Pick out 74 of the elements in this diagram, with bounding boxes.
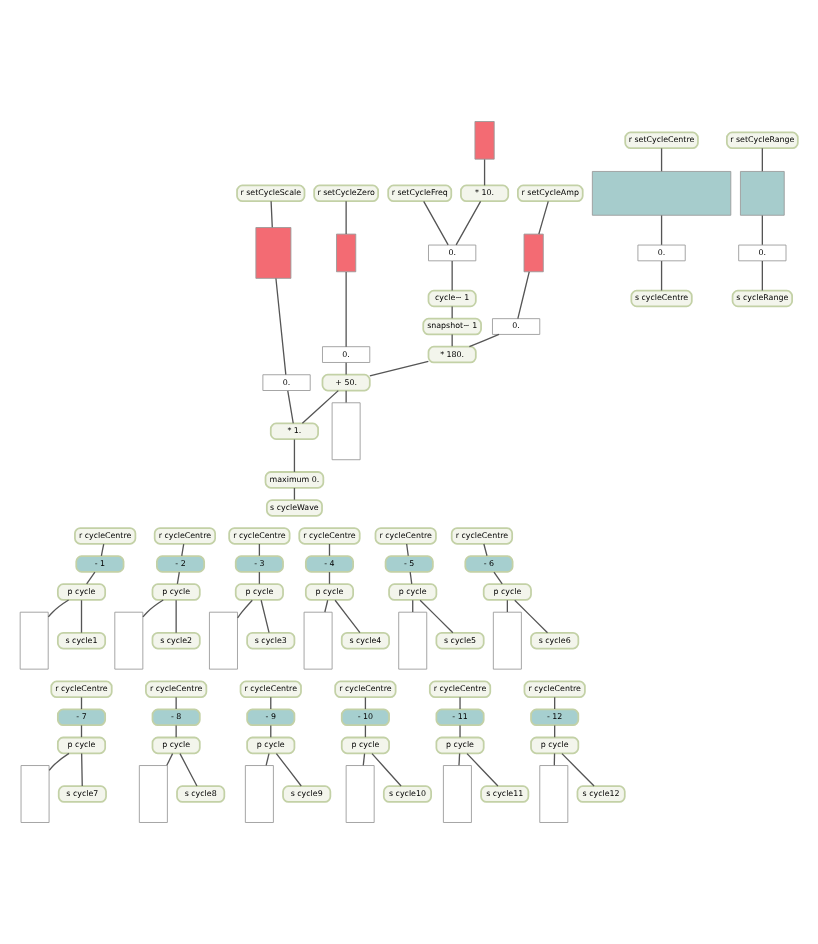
connector xyxy=(48,752,70,771)
connector xyxy=(514,599,549,634)
connector xyxy=(181,543,185,557)
node-bar xyxy=(474,121,495,160)
connector xyxy=(371,752,402,787)
connector xyxy=(345,362,347,376)
node-bar xyxy=(740,171,785,216)
connector xyxy=(423,200,449,246)
connector xyxy=(275,752,302,787)
connector xyxy=(455,200,482,246)
connector xyxy=(483,158,486,187)
node-bar xyxy=(244,765,274,823)
node-bar xyxy=(331,402,361,461)
connector xyxy=(176,571,180,585)
connector xyxy=(80,599,83,634)
connector xyxy=(324,599,329,613)
connector xyxy=(406,543,409,557)
node-bar xyxy=(336,233,357,273)
connector xyxy=(660,260,663,292)
connector xyxy=(81,752,83,787)
connector xyxy=(466,752,499,787)
connector xyxy=(517,271,530,320)
node-bar xyxy=(209,611,238,670)
node-bar xyxy=(20,765,50,823)
connector xyxy=(459,724,461,738)
connector xyxy=(761,147,763,172)
node-bar xyxy=(138,765,168,823)
connector xyxy=(451,260,453,292)
connector xyxy=(761,214,763,246)
connector xyxy=(345,390,347,404)
connector xyxy=(459,696,461,710)
connector xyxy=(179,752,198,787)
connector xyxy=(142,599,164,618)
connector xyxy=(660,147,663,172)
node-bar xyxy=(255,227,292,279)
connector xyxy=(345,271,347,348)
connector xyxy=(345,200,347,235)
node-bar xyxy=(114,611,144,670)
connector xyxy=(270,200,273,228)
connector xyxy=(86,571,96,585)
connector xyxy=(301,389,339,424)
connector xyxy=(483,543,488,557)
node-bar xyxy=(398,611,428,670)
connector xyxy=(260,599,270,634)
connector xyxy=(419,599,454,634)
node-bar xyxy=(345,765,375,823)
connector xyxy=(47,599,70,618)
node-bar xyxy=(492,611,522,670)
connector xyxy=(236,599,253,619)
connector xyxy=(468,333,500,348)
connector xyxy=(175,724,177,738)
connector xyxy=(660,214,663,246)
connector xyxy=(761,260,763,292)
node-bar xyxy=(19,611,49,670)
connector xyxy=(334,599,361,634)
connector xyxy=(166,752,174,766)
connector xyxy=(538,200,549,235)
connector xyxy=(175,599,177,634)
connector xyxy=(451,305,453,319)
connector xyxy=(493,571,503,585)
node-bar xyxy=(539,765,569,823)
connector xyxy=(175,696,177,710)
node-bar xyxy=(303,611,333,670)
node-bar xyxy=(523,233,544,273)
connector xyxy=(275,277,287,376)
connector xyxy=(561,752,595,787)
connector xyxy=(451,333,453,347)
connector xyxy=(287,390,294,424)
connector xyxy=(458,752,461,766)
connector xyxy=(369,360,429,377)
connector xyxy=(293,438,296,473)
connector xyxy=(409,571,413,585)
node-bar xyxy=(442,765,472,823)
node-bar xyxy=(591,171,732,216)
